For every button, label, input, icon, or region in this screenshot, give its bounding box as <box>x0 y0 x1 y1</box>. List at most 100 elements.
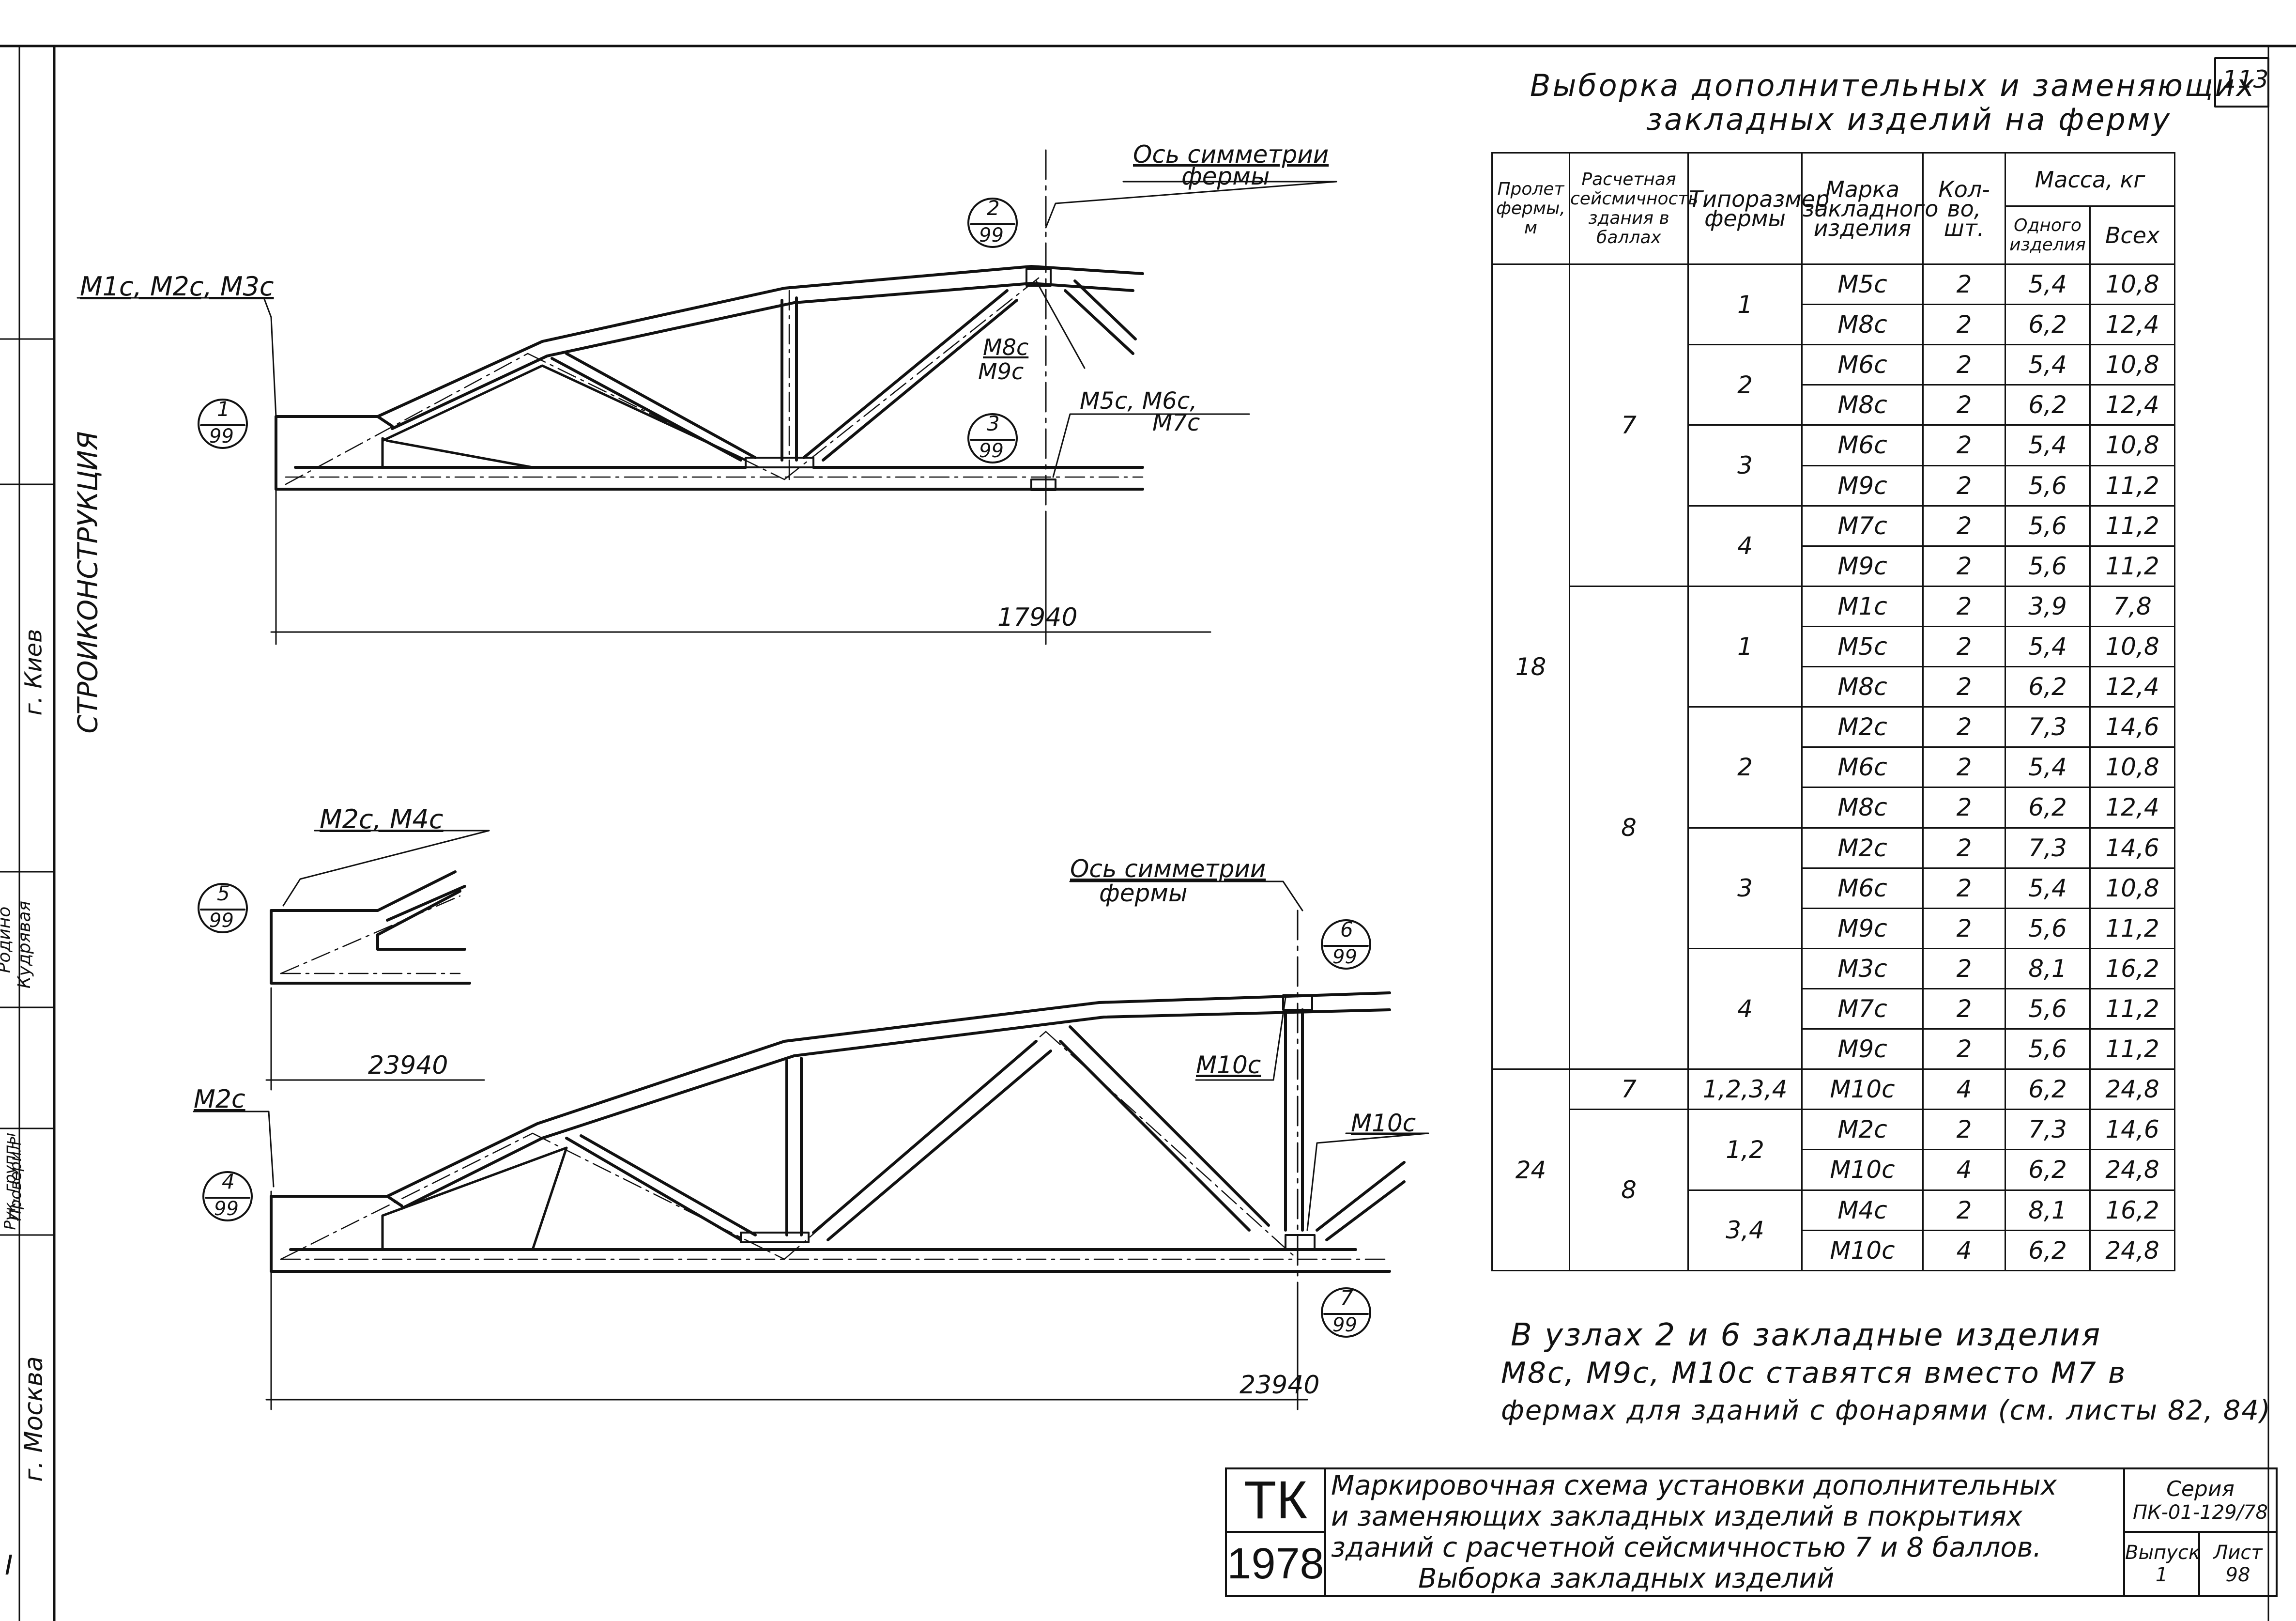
qty-cell: 2 <box>1922 464 2006 507</box>
series-value: ПК-01-129/78 <box>2133 1501 2268 1524</box>
qty-cell: 2 <box>1922 867 2006 909</box>
qty-cell: 2 <box>1922 344 2006 386</box>
seismic-cell: 8 <box>1569 585 1689 1070</box>
mass-one-cell: 5,4 <box>2005 263 2091 306</box>
mark-m2-m4: M2c, M4c <box>320 804 444 834</box>
mark-cell: M6c <box>1801 746 1924 788</box>
mass-one-cell: 7,3 <box>2005 706 2091 748</box>
mark-cell: M9c <box>1801 464 1924 507</box>
node-1-num: 1 <box>217 397 230 421</box>
stamp-org-city: г. Киев <box>20 629 47 716</box>
mark-cell: M10c <box>1801 1068 1924 1111</box>
page-number: 113 <box>2222 65 2269 93</box>
mass-all-cell: 11,2 <box>2089 464 2175 507</box>
node-7-num: 7 <box>1340 1286 1353 1310</box>
header-span: Пролет фермы, м <box>1491 152 1570 265</box>
mark-m8: M8c <box>983 334 1029 360</box>
type-cell: 3 <box>1687 827 1803 949</box>
node-5-den: 99 <box>209 910 234 932</box>
issue-cell: Выпуск 1 <box>2123 1531 2200 1597</box>
mass-all-cell: 24,8 <box>2089 1068 2175 1111</box>
mass-one-cell: 6,2 <box>2005 1068 2091 1111</box>
table-title-line2: закладных изделий на ферму <box>1646 102 2172 137</box>
mass-all-cell: 10,8 <box>2089 424 2175 466</box>
sheet-value: 98 <box>2225 1564 2250 1586</box>
mark-cell: M7c <box>1801 988 1924 1030</box>
type-cell: 2 <box>1687 706 1803 829</box>
qty-cell: 2 <box>1922 947 2006 989</box>
node-2-den: 99 <box>979 224 1004 247</box>
header-seismic: Расчетная сейсмичность здания в баллах <box>1569 152 1699 265</box>
type-cell: 4 <box>1687 947 1803 1070</box>
sheet-cell: Лист 98 <box>2198 1531 2278 1597</box>
mark-m5-m7b: M7c <box>1152 409 1200 436</box>
mark-cell: M3c <box>1801 947 1924 989</box>
node-3-num: 3 <box>987 412 1000 435</box>
mass-all-cell: 12,4 <box>2089 304 2175 346</box>
node-6-num: 6 <box>1340 918 1353 942</box>
seismic-cell: 7 <box>1569 1068 1689 1111</box>
mass-all-cell: 12,4 <box>2089 666 2175 708</box>
note-line3: фермах для зданий с фонарями (см. листы … <box>1501 1395 2271 1426</box>
mass-all-cell: 24,8 <box>2089 1229 2175 1272</box>
mark-cell: M9c <box>1801 1028 1924 1070</box>
mass-one-cell: 6,2 <box>2005 1229 2091 1272</box>
mass-all-cell: 7,8 <box>2089 585 2175 627</box>
qty-cell: 2 <box>1922 424 2006 466</box>
issue-value: 1 <box>2155 1564 2168 1586</box>
type-cell: 1,2 <box>1687 1109 1803 1191</box>
mass-one-cell: 5,4 <box>2005 424 2091 466</box>
mass-all-cell: 16,2 <box>2089 1189 2175 1231</box>
qty-cell: 2 <box>1922 1028 2006 1070</box>
span-cell: 18 <box>1491 263 1570 1070</box>
mass-one-cell: 8,1 <box>2005 947 2091 989</box>
mark-cell: M7c <box>1801 505 1924 547</box>
type-cell: 1,2,3,4 <box>1687 1068 1803 1111</box>
stamp-city: г. Москва <box>19 1356 48 1482</box>
stamp-role-2: Проверил <box>6 1141 25 1221</box>
title-line2: и заменяющих закладных изделий в покрыти… <box>1331 1500 2022 1532</box>
mass-all-cell: 12,4 <box>2089 384 2175 426</box>
mark-cell: M8c <box>1801 666 1924 708</box>
qty-cell: 2 <box>1922 907 2006 949</box>
axis-label-2a: Ось симметрии <box>1070 855 1266 883</box>
mark-cell: M2c <box>1801 706 1924 748</box>
series-label: Серия <box>2166 1477 2235 1501</box>
mass-one-cell: 5,6 <box>2005 988 2091 1030</box>
node-3-den: 99 <box>979 440 1004 462</box>
issue-label: Выпуск <box>2125 1542 2200 1564</box>
mass-one-cell: 7,3 <box>2005 1109 2091 1151</box>
mass-all-cell: 14,6 <box>2089 1109 2175 1151</box>
node-7-den: 99 <box>1332 1314 1357 1336</box>
mark-cell: M9c <box>1801 907 1924 949</box>
node-5-num: 5 <box>217 881 230 905</box>
mark-m10-a: M10c <box>1196 1051 1261 1079</box>
header-mass-all: Всех <box>2089 205 2175 265</box>
span-cell: 24 <box>1491 1068 1570 1271</box>
detail-5 <box>270 870 471 985</box>
qty-cell: 2 <box>1922 787 2006 829</box>
mass-all-cell: 11,2 <box>2089 907 2175 949</box>
mass-all-cell: 14,6 <box>2089 706 2175 748</box>
mass-all-cell: 11,2 <box>2089 1028 2175 1070</box>
mass-all-cell: 10,8 <box>2089 746 2175 788</box>
qty-cell: 2 <box>1922 746 2006 788</box>
title-block: ТК Маркировочная схема установки дополни… <box>1225 1467 2278 1597</box>
seismic-cell: 8 <box>1569 1109 1689 1271</box>
mass-one-cell: 6,2 <box>2005 787 2091 829</box>
title-year: 1978 <box>1225 1531 1326 1597</box>
stamp-name-2: Кудрявая <box>15 900 35 989</box>
mass-one-cell: 5,4 <box>2005 344 2091 386</box>
